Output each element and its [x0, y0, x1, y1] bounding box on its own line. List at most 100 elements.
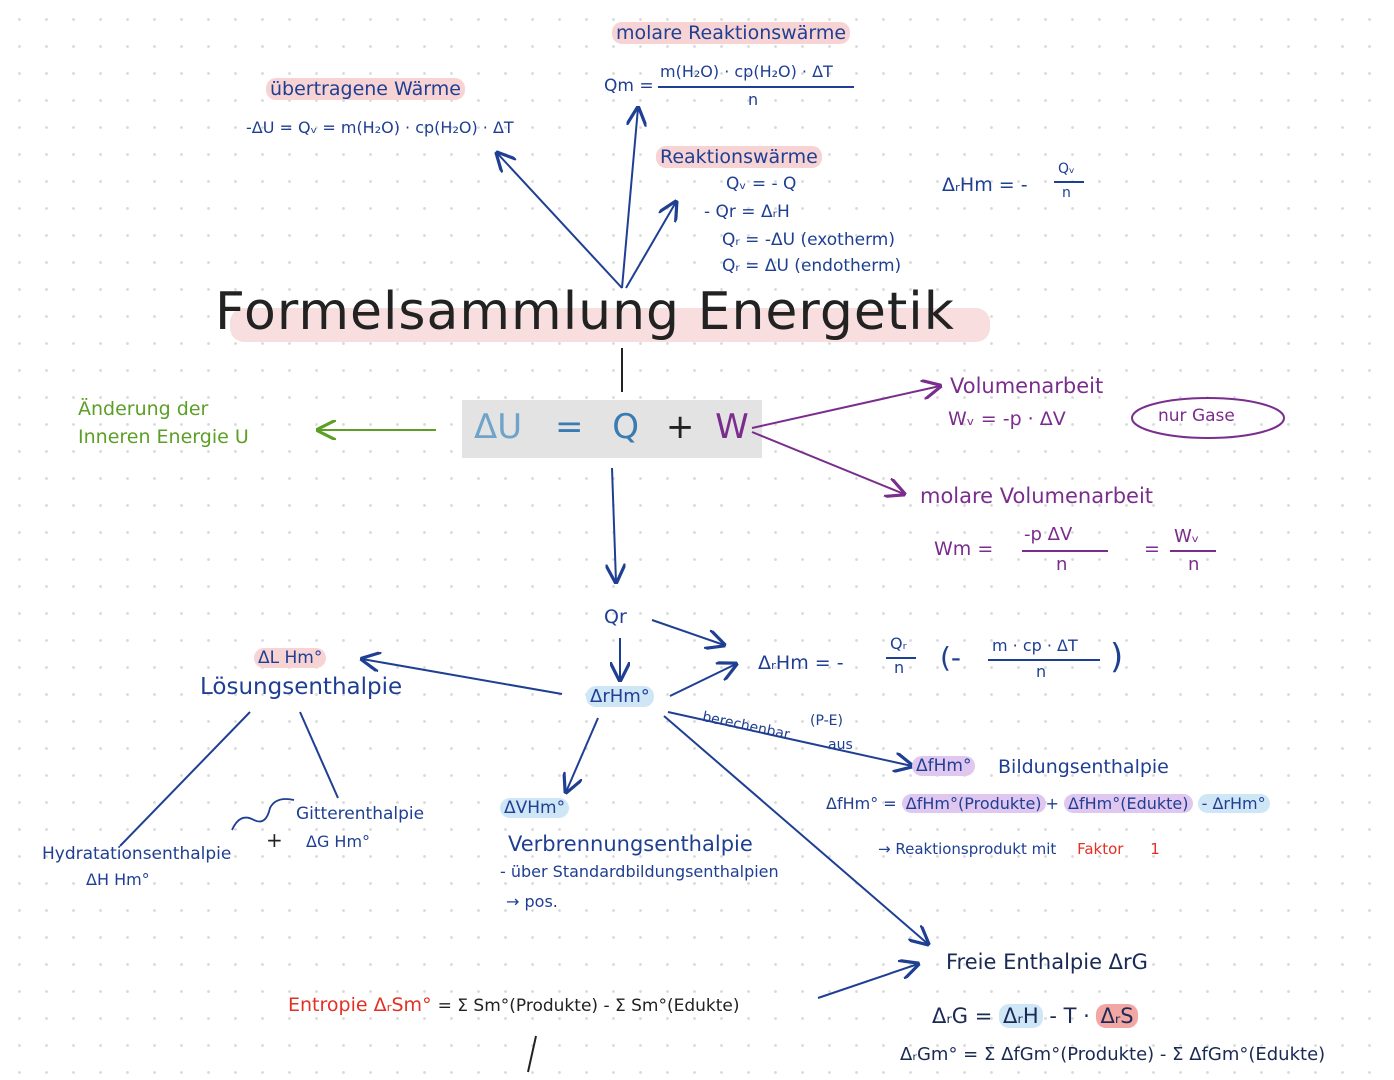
- uebertragene-label: übertragene Wärme: [266, 78, 465, 100]
- freie-eq1-b: ΔᵣH: [999, 1004, 1043, 1028]
- bildung-plus: +: [1045, 794, 1059, 813]
- line-loesung-to-hydratation: [119, 711, 251, 847]
- entropie-formula: = Σ Sm°(Produkte) - Σ Sm°(Edukte): [437, 996, 740, 1016]
- volumenarbeit-formula: Wᵥ = -p · ΔV: [948, 408, 1066, 430]
- drhm-node-text: ΔrHm°: [586, 686, 654, 707]
- entropie-line: Entropie ΔᵣSm° = Σ Sm°(Produkte) - Σ Sm°…: [288, 996, 740, 1015]
- freie-eq2: ΔᵣGm° = Σ ΔfGm°(Produkte) - Σ ΔfGm°(Eduk…: [900, 1044, 1326, 1065]
- verbrennung-symbol: ΔVHm°: [500, 798, 570, 818]
- bildung-minus: - ΔrHm°: [1197, 794, 1270, 813]
- loesung-symbol-text: ΔL Hm°: [254, 648, 327, 668]
- arrow-drhm-to-right: [669, 664, 736, 697]
- line-loesung-to-gitter: [299, 711, 339, 799]
- molare-volumenarbeit-den1: n: [1056, 554, 1068, 575]
- w-symbol: W: [715, 407, 749, 447]
- verbrennung-line2: - über Standardbildungsenthalpien: [500, 862, 779, 881]
- reaktionswaerme-label-text: Reaktionswärme: [656, 146, 822, 168]
- hydratation-plus: +: [266, 828, 283, 852]
- molare-reaktion-den: n: [748, 90, 759, 109]
- drhm-top-fracline: [1054, 181, 1084, 183]
- reaktionswaerme-line-1: - Qr = ΔᵣH: [704, 202, 790, 222]
- arrow-drhm-to-freie: [663, 715, 928, 944]
- arrow-drhm-to-loesung: [362, 659, 563, 695]
- bildung-formula: ΔfHm° = ΔfHm°(Produkte)+ ΔfHm°(Edukte) -…: [826, 794, 1270, 813]
- drhm-right-num2: m · cp · ΔT: [992, 636, 1078, 655]
- gitter-brace: [231, 798, 295, 831]
- reaktionswaerme-line-2: Qᵣ = -ΔU (exotherm): [722, 230, 895, 250]
- bildung-label: Bildungsenthalpie: [998, 756, 1169, 778]
- verbrennung-label: Verbrennungsenthalpie: [508, 832, 753, 856]
- freie-eq1-a: ΔᵣG =: [932, 1004, 993, 1028]
- inner-energy-line1: Änderung der: [78, 398, 209, 420]
- molare-reaktion-num: m(H₂O) · cp(H₂O) · ΔT: [660, 62, 833, 81]
- drhm-right-fracline2: [988, 659, 1100, 661]
- drhm-node: ΔrHm°: [586, 686, 654, 707]
- molare-reaktion-lhs: Qm =: [604, 76, 654, 96]
- freie-eq1-d: ΔᵣS: [1096, 1004, 1138, 1028]
- molare-volumenarbeit-fracline2: [1170, 550, 1216, 552]
- bildung-edukte: ΔfHm°(Edukte): [1064, 794, 1193, 813]
- page-title: Formelsammlung Energetik: [215, 282, 955, 342]
- entropie-label: Entropie ΔᵣSm°: [288, 994, 432, 1016]
- nur-gase-ellipse: [1131, 397, 1285, 439]
- molare-reaktion-fracline: [658, 86, 854, 88]
- berechenbar-pe: (P-E): [810, 713, 843, 729]
- freie-label: Freie Enthalpie ΔrG: [946, 950, 1148, 974]
- gitter-symbol: ΔG Hm°: [306, 832, 371, 851]
- drhm-top-num: Qᵥ: [1058, 161, 1075, 177]
- uebertragene-label-text: übertragene Wärme: [266, 78, 465, 100]
- freie-eq1: ΔᵣG = ΔᵣH - T · ΔᵣS: [932, 1004, 1138, 1028]
- drhm-top-den: n: [1062, 185, 1071, 201]
- drhm-right-lhs: ΔᵣHm = -: [758, 652, 844, 674]
- freie-eq1-c: - T ·: [1049, 1004, 1090, 1028]
- arrow-to-volumenarbeit: [751, 386, 940, 429]
- central-equation-box: [462, 400, 762, 458]
- reaktionswaerme-label: Reaktionswärme: [656, 146, 822, 168]
- equals-sign: =: [554, 407, 584, 447]
- nur-gase-note: nur Gase: [1158, 406, 1235, 426]
- arrow-entropie-to-freie: [817, 964, 918, 999]
- bildung-symbol-text: ΔfHm°: [912, 756, 976, 776]
- molare-volumenarbeit-eq: =: [1144, 538, 1160, 560]
- molare-volumenarbeit-fracline1: [1022, 550, 1108, 552]
- reaktionswaerme-line-3: Qᵣ = ΔU (endotherm): [722, 256, 902, 276]
- loesung-symbol: ΔL Hm°: [254, 648, 327, 668]
- drhm-top-lhs: ΔᵣHm = -: [942, 174, 1028, 196]
- arrow-to-reaktionswaerme: [625, 202, 676, 289]
- uebertragene-formula: -ΔU = Qᵥ = m(H₂O) · cp(H₂O) · ΔT: [246, 118, 514, 137]
- berechenbar-aus: aus: [828, 737, 853, 753]
- verbrennung-line3: → pos.: [506, 892, 558, 911]
- bildung-faktor: Faktor: [1077, 840, 1124, 858]
- molare-volumenarbeit-lhs: Wm =: [934, 538, 994, 560]
- slash-line: [527, 1035, 537, 1073]
- verbrennung-symbol-text: ΔVHm°: [500, 798, 570, 818]
- hydratation-label: Hydratationsenthalpie: [42, 844, 232, 864]
- molare-reaktion-label-text: molare Reaktionswärme: [612, 22, 851, 44]
- qr-node: Qr: [604, 606, 627, 628]
- bildung-note: → Reaktionsprodukt mit Faktor 1: [878, 842, 1160, 857]
- loesung-label: Lösungsenthalpie: [200, 674, 403, 700]
- volumenarbeit-label: Volumenarbeit: [950, 374, 1104, 398]
- title-highlight: [230, 308, 990, 342]
- drhm-right-fracline: [886, 657, 916, 659]
- arrow-to-molare-reaktion: [621, 108, 638, 289]
- reaktionswaerme-line-0: Qᵥ = - Q: [726, 174, 797, 194]
- delta-u: ΔU: [474, 407, 523, 447]
- molare-reaktion-label: molare Reaktionswärme: [612, 22, 851, 44]
- gitter-label: Gitterenthalpie: [296, 804, 425, 824]
- drhm-right-den2: n: [1036, 662, 1047, 681]
- arrow-to-uebertragene: [497, 153, 623, 289]
- molare-volumenarbeit-den2: n: [1188, 554, 1200, 575]
- inner-energy-line2: Inneren Energie U: [78, 426, 249, 448]
- molare-volumenarbeit-num1: -p ΔV: [1024, 524, 1073, 545]
- arrow-drhm-to-bildung: [667, 711, 912, 766]
- bildung-lhs: ΔfHm° =: [826, 794, 897, 813]
- hydratation-symbol: ΔH Hm°: [86, 870, 150, 889]
- drhm-right-den: n: [894, 658, 905, 677]
- bildung-note-text: → Reaktionsprodukt mit: [878, 840, 1057, 858]
- bildung-symbol: ΔfHm°: [912, 756, 976, 776]
- arrow-to-molare-volumenarbeit: [751, 431, 904, 494]
- molare-volumenarbeit-num2: Wᵥ: [1174, 526, 1200, 547]
- drhm-right-num: Qᵣ: [890, 634, 907, 653]
